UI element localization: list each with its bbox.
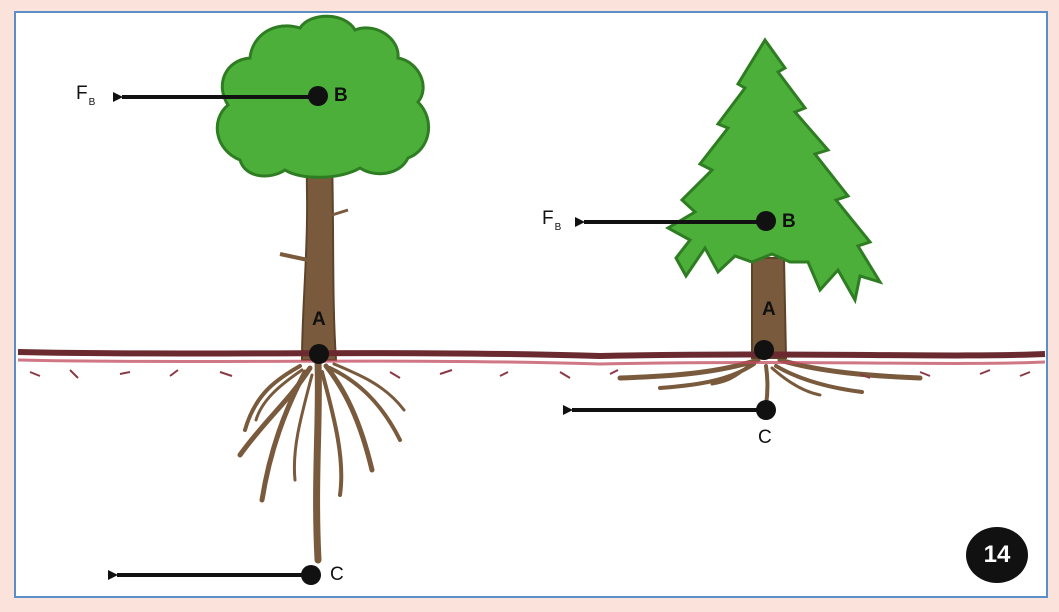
conifer-label-a: A <box>762 300 776 319</box>
figure-panel <box>15 12 1047 597</box>
force-symbol: F <box>542 208 554 229</box>
deciduous-label-b: B <box>334 86 348 105</box>
figure-number-badge: 14 <box>966 527 1028 583</box>
conifer-point-b <box>756 211 776 231</box>
force-subscript: B <box>555 222 562 233</box>
force-subscript: B <box>89 97 96 108</box>
deciduous-point-b <box>308 86 328 106</box>
conifer-label-c: C <box>758 428 772 447</box>
deciduous-label-c: C <box>330 565 344 584</box>
conifer-force-label: FB <box>542 209 560 228</box>
conifer-point-a <box>754 340 774 360</box>
force-symbol: F <box>76 83 88 104</box>
deciduous-force-label: FB <box>76 84 94 103</box>
conifer-point-c <box>756 400 776 420</box>
deciduous-point-a <box>309 344 329 364</box>
deciduous-point-c <box>301 565 321 585</box>
deciduous-label-a: A <box>312 310 326 329</box>
conifer-label-b: B <box>782 212 796 231</box>
